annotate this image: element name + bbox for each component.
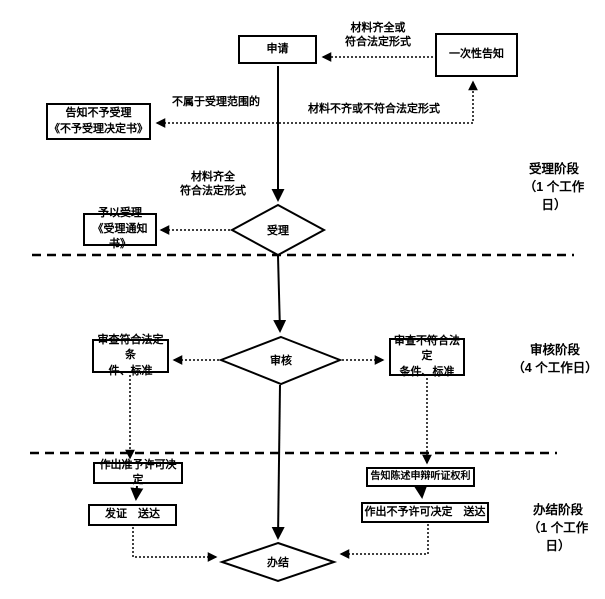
node-accept-notice: 予以受理 《受理通知书》 bbox=[83, 207, 157, 250]
edge-label-not-in-scope: 不属于受理范围的 bbox=[172, 96, 260, 108]
node-grant-decision: 作出准予许可决定 bbox=[93, 459, 183, 486]
edge-incomplete-to-notice bbox=[279, 80, 478, 124]
stage-label-finish: 办结阶段 （1 个工作 日） bbox=[527, 503, 589, 554]
diamond-finish-shape bbox=[218, 541, 338, 583]
node-finish-label: 办结 bbox=[267, 557, 289, 569]
edge-deny-to-finish bbox=[339, 524, 429, 559]
node-accept-label: 受理 bbox=[267, 225, 289, 237]
edge-label-materials-complete-top: 材料齐全或 符合法定形式 bbox=[345, 22, 411, 48]
diamond-accept-shape bbox=[229, 203, 327, 257]
stage-label-review: 审核阶段 （4 个工作日） bbox=[512, 343, 598, 376]
edge-accept-to-review bbox=[273, 255, 287, 333]
edge-review-to-finish bbox=[271, 384, 285, 540]
node-review-pass: 审查符合法定条 件、标准 bbox=[92, 334, 169, 377]
node-reject-notice: 告知不予受理 《不予受理决定书》 bbox=[46, 103, 151, 140]
node-issue-deliver: 发证 送达 bbox=[88, 504, 177, 526]
edge-grant-to-issue bbox=[130, 485, 144, 501]
node-apply: 申请 bbox=[238, 35, 317, 64]
node-review-label: 审核 bbox=[270, 355, 292, 367]
node-one-time-notice: 一次性告知 bbox=[435, 33, 518, 77]
node-hearing-rights: 告知陈述申辩听证权利 bbox=[366, 467, 475, 487]
edge-label-materials-complete-mid: 材料齐全 符合法定形式 bbox=[180, 171, 246, 197]
edge-hearing-to-deny bbox=[414, 485, 428, 499]
node-deny-deliver: 作出不予许可决定 送达 bbox=[361, 502, 489, 523]
node-review-fail: 审查不符合法定 条件、标准 bbox=[389, 335, 465, 378]
edge-issue-to-finish bbox=[132, 527, 218, 562]
edge-label-materials-incomplete: 材料不齐或不符合法定形式 bbox=[308, 103, 440, 115]
stage-label-accept: 受理阶段 （1 个工作 日） bbox=[523, 162, 585, 213]
diamond-review-shape bbox=[218, 335, 343, 386]
